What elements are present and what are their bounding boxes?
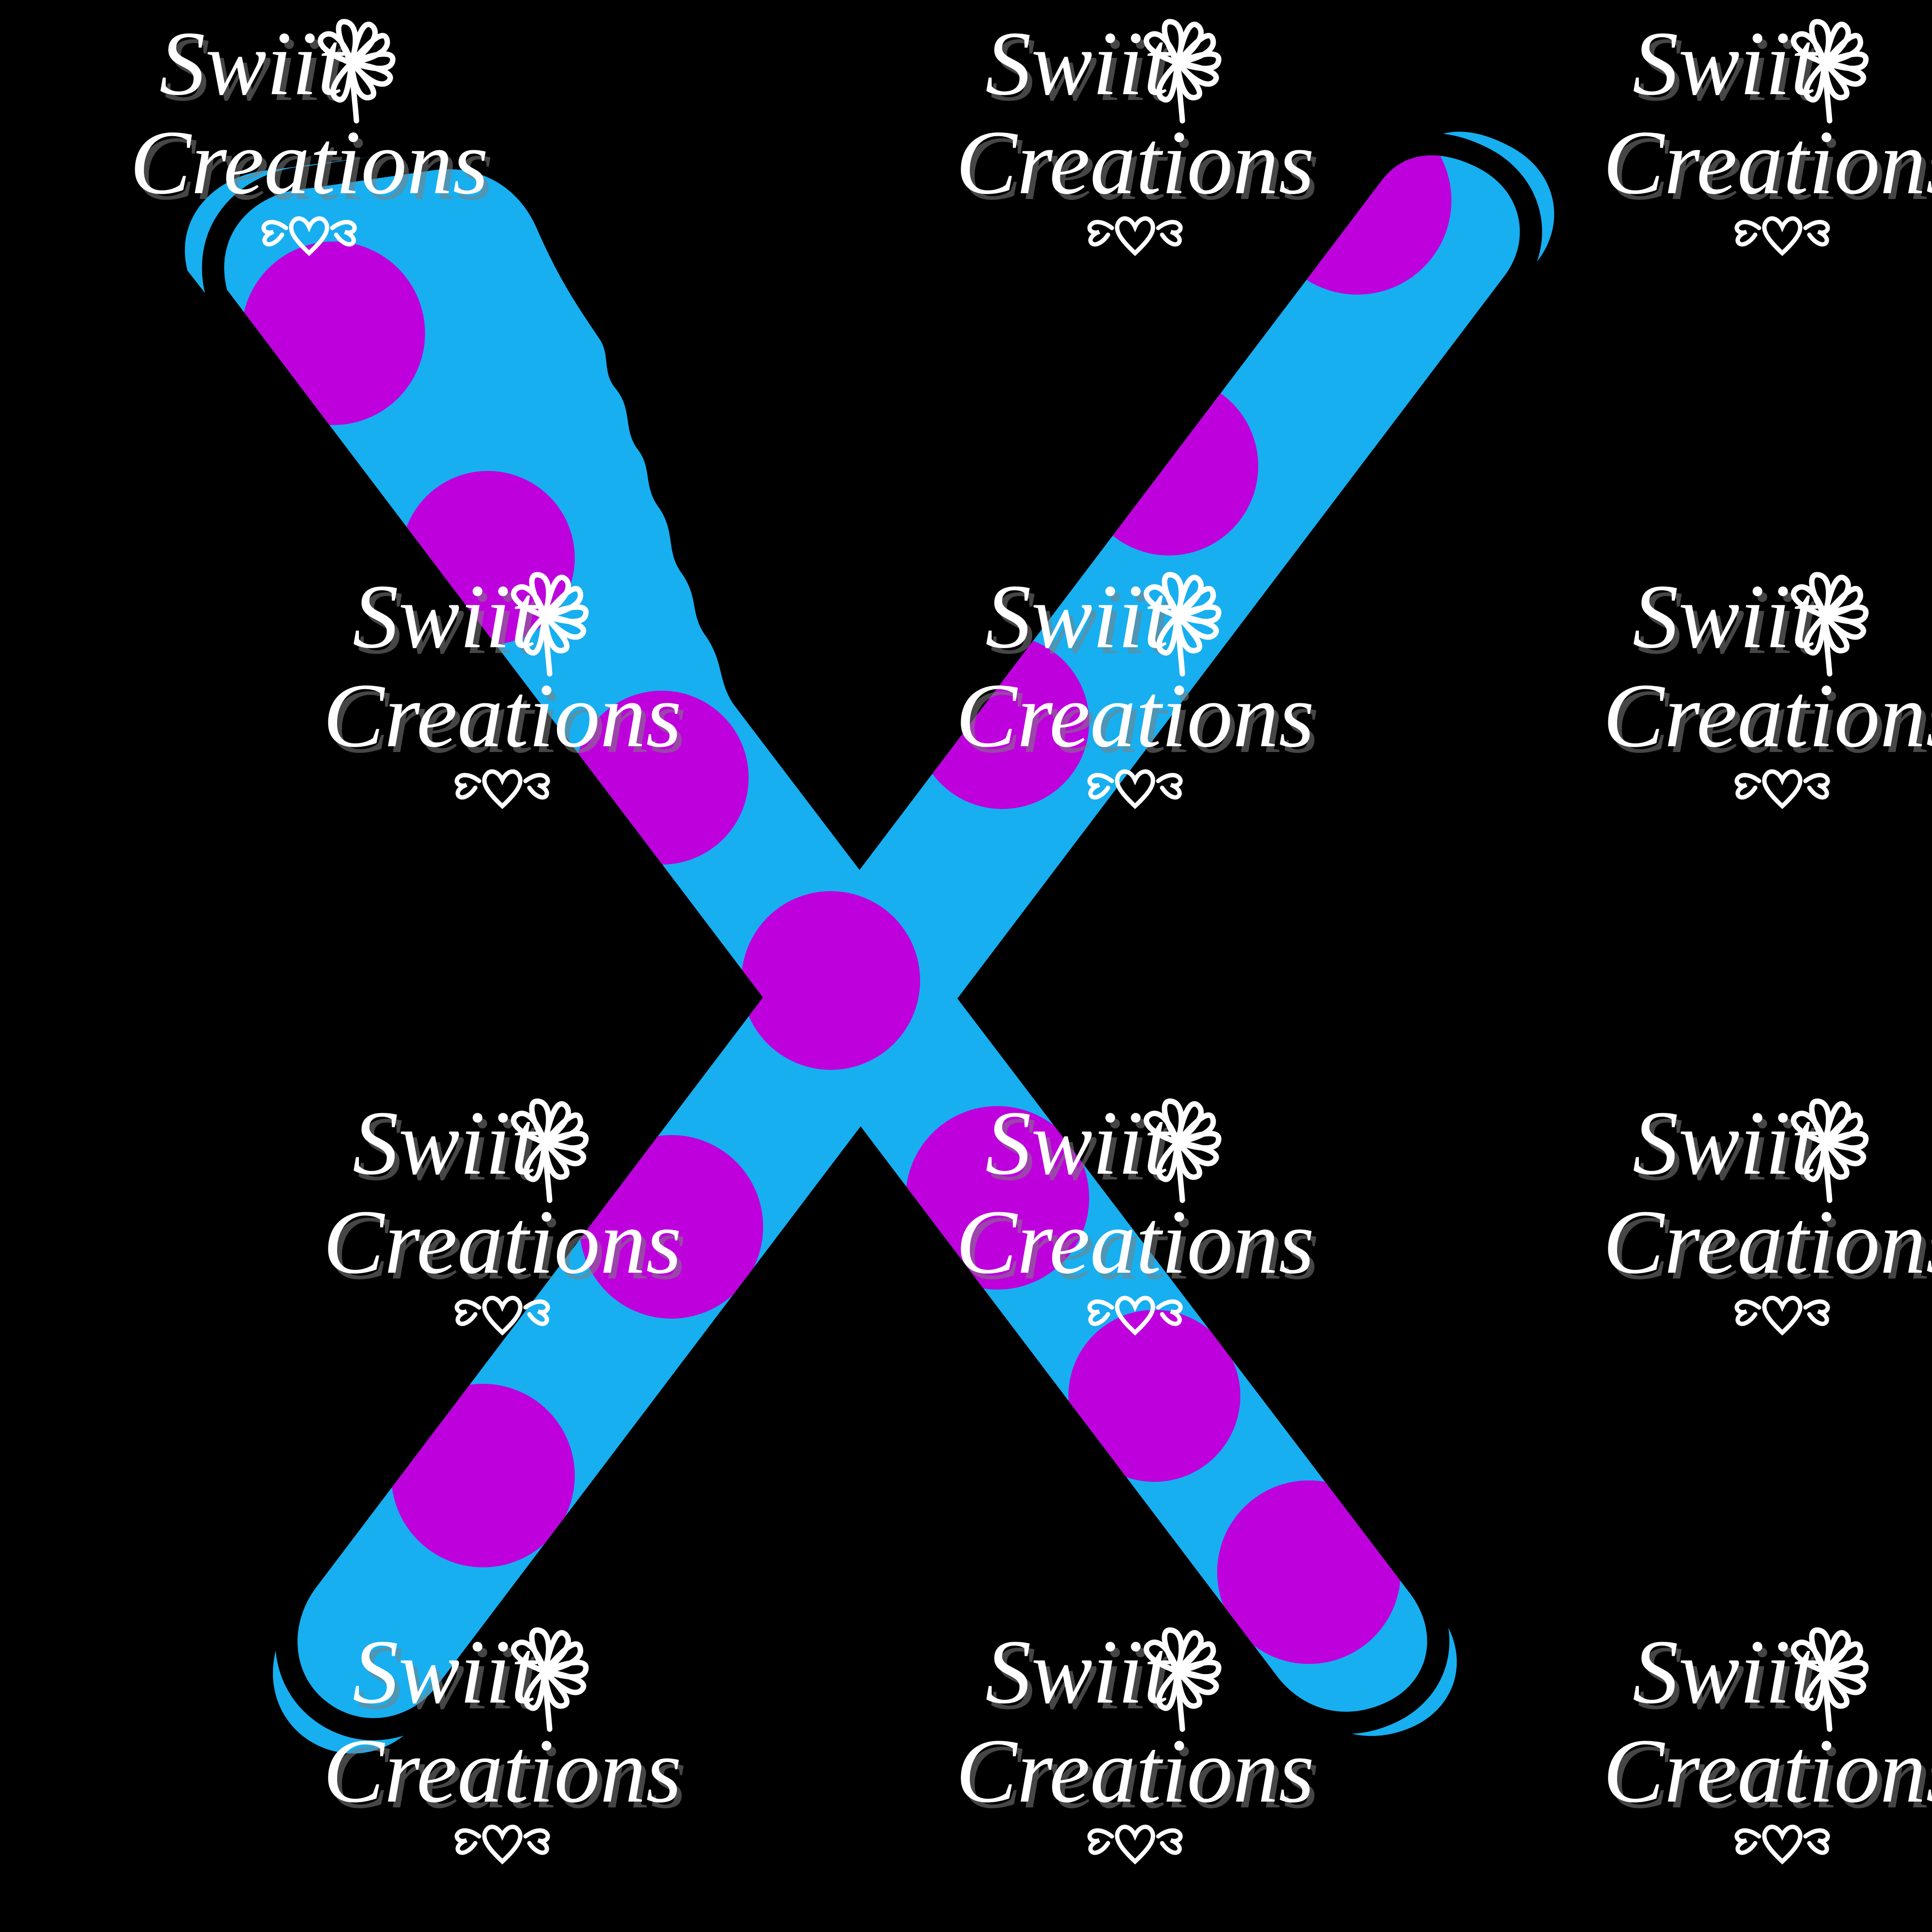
dot-center xyxy=(741,891,920,1070)
dot-bl-1 xyxy=(580,1135,763,1319)
dot-br-1 xyxy=(906,1106,1089,1290)
dot-br-3 xyxy=(1217,1480,1401,1664)
dot-bl-2 xyxy=(391,1384,575,1567)
dot-br-2 xyxy=(1068,1310,1240,1482)
